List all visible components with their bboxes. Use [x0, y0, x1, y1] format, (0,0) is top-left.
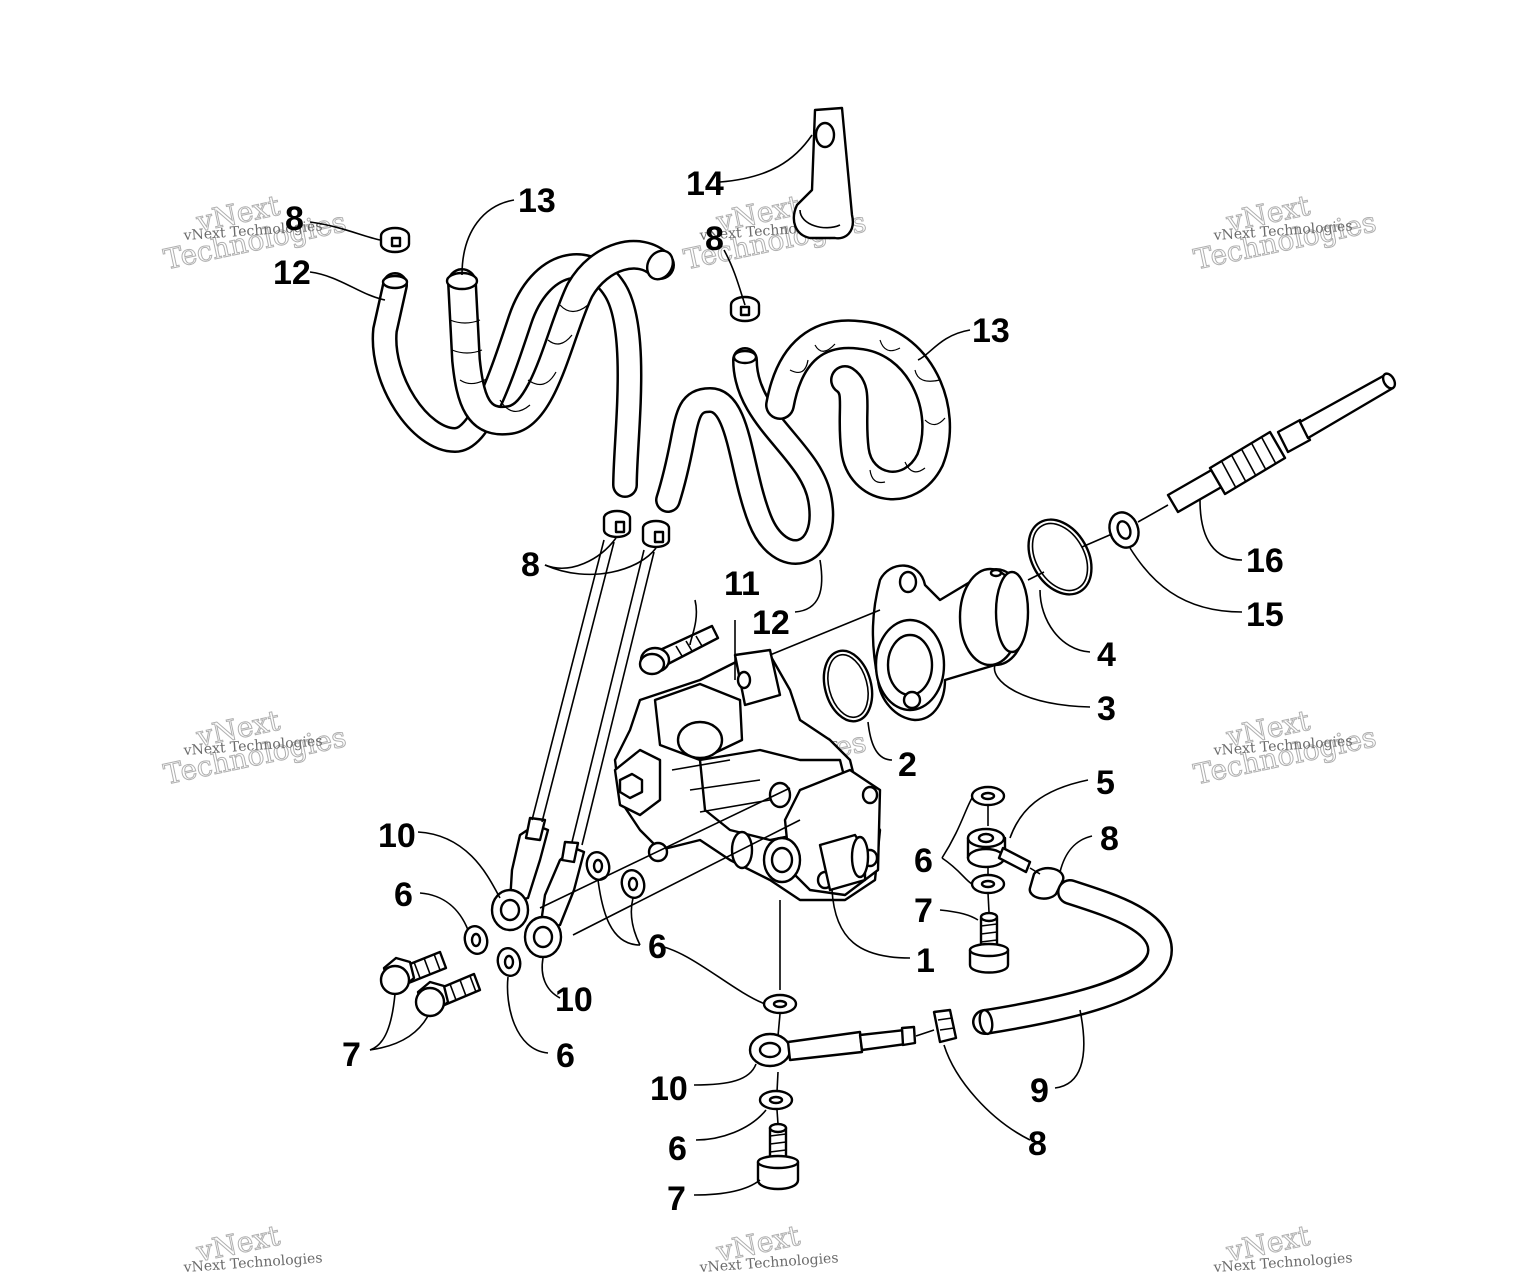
oil-line — [531, 539, 655, 846]
callout-6: 6 — [914, 842, 933, 880]
callout-8: 8 — [705, 220, 724, 258]
washer-6 — [758, 1089, 794, 1111]
callout-labels: 8 12 13 14 8 13 16 15 8 11 12 4 3 2 5 8 … — [273, 165, 1284, 1218]
washer-6 — [585, 850, 611, 882]
callout-10: 10 — [650, 1070, 688, 1108]
bolt-11 — [638, 624, 720, 676]
callout-3: 3 — [1097, 690, 1116, 728]
callout-12: 12 — [752, 604, 790, 642]
bolt-7 — [414, 972, 482, 1018]
hose-clamp-8 — [932, 1008, 958, 1044]
callout-1: 1 — [916, 942, 935, 980]
hose-13-right — [765, 319, 952, 501]
callout-5: 5 — [1096, 764, 1115, 802]
callout-10: 10 — [555, 981, 593, 1019]
banjo-fitting-10 — [748, 1025, 917, 1068]
callout-6: 6 — [668, 1130, 687, 1168]
callout-7: 7 — [914, 892, 933, 930]
bracket-14 — [792, 106, 855, 240]
callout-8: 8 — [1100, 820, 1119, 858]
bolt-7 — [379, 950, 448, 996]
drive-shaft-16 — [1166, 372, 1397, 514]
callout-11: 11 — [724, 565, 760, 603]
washer-6 — [496, 946, 522, 978]
pump-housing-3 — [871, 564, 1030, 722]
callout-8: 8 — [285, 200, 304, 238]
hose-12-right — [655, 347, 835, 565]
callout-7: 7 — [667, 1180, 686, 1218]
leader-lines — [309, 134, 1243, 1196]
fitting-5 — [966, 827, 1032, 874]
bolt-7 — [756, 1122, 800, 1191]
washer-6 — [463, 924, 489, 956]
callout-10: 10 — [378, 817, 416, 855]
assembly-lines — [539, 504, 1169, 1125]
callout-8: 8 — [1028, 1125, 1047, 1163]
callout-8: 8 — [521, 546, 540, 584]
o-ring-4 — [1027, 518, 1093, 596]
washer-15 — [1108, 511, 1140, 549]
o-ring-2 — [822, 649, 874, 723]
bolt-7 — [968, 911, 1010, 974]
washer-6 — [620, 868, 646, 900]
washer-6 — [970, 873, 1006, 895]
callout-6: 6 — [556, 1037, 575, 1075]
hose-clamp-8 — [729, 295, 761, 323]
callout-14: 14 — [686, 165, 724, 203]
callout-13: 13 — [972, 312, 1010, 350]
callout-6: 6 — [394, 876, 413, 914]
callout-7: 7 — [342, 1036, 361, 1074]
hose-clamp-8 — [379, 226, 411, 254]
hose-13-left — [445, 239, 675, 436]
callout-4: 4 — [1097, 636, 1116, 674]
callout-9: 9 — [1030, 1072, 1049, 1110]
hose-12-left — [371, 253, 643, 498]
banjo-fitting-10 — [523, 840, 586, 959]
oil-pump-body-1 — [613, 648, 882, 902]
callout-12: 12 — [273, 254, 311, 292]
washer-6 — [970, 785, 1006, 807]
callout-2: 2 — [898, 746, 917, 784]
callout-16: 16 — [1246, 542, 1284, 580]
hose-clamp-8 — [602, 509, 632, 539]
callout-13: 13 — [518, 182, 556, 220]
washer-6 — [762, 993, 798, 1015]
hose-clamp-8 — [641, 519, 671, 549]
callout-6: 6 — [648, 928, 667, 966]
banjo-fitting-10 — [490, 816, 550, 932]
callout-15: 15 — [1246, 596, 1284, 634]
hose-9 — [972, 879, 1173, 1036]
